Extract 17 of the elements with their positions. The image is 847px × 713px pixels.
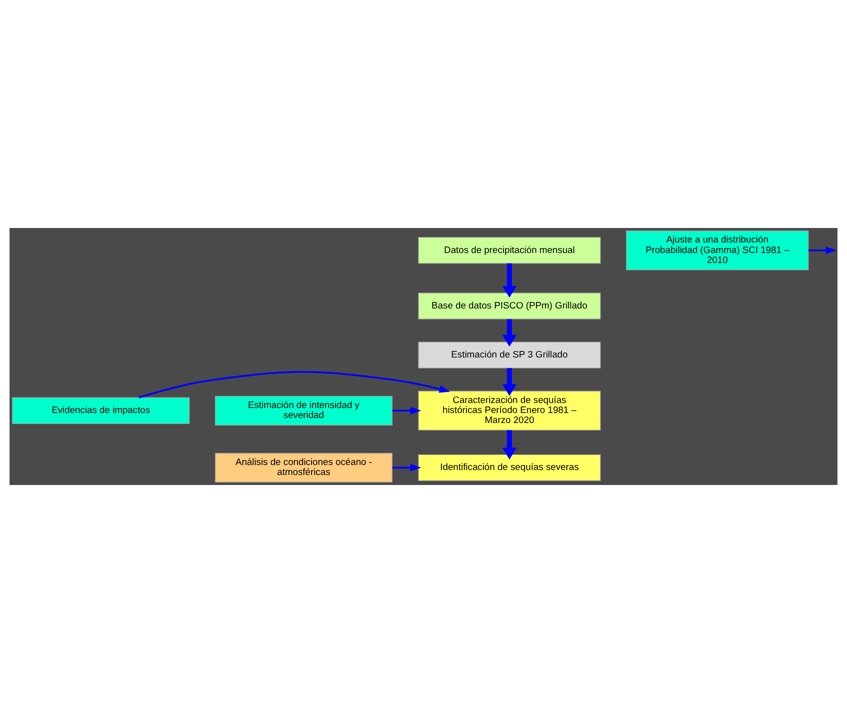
- arrow: [392, 464, 422, 472]
- arrow: [138, 371, 450, 398]
- arrow: [808, 246, 837, 254]
- node-box: Estimación de intensidad y severidad: [214, 396, 392, 426]
- arrow: [502, 368, 517, 396]
- node-box: Identificación de sequías severas: [418, 454, 601, 482]
- node-box: Evidencias de impactos: [12, 397, 190, 424]
- arrow: [502, 319, 517, 347]
- arrow: [502, 263, 517, 298]
- arrow: [502, 430, 517, 460]
- node-box: Ajuste a una distribución Probabilidad (Gamma) SCI 1981 – 2010: [626, 230, 809, 270]
- node-box: Base de datos PISCO (PPm) Grillado: [418, 292, 601, 320]
- node-box: Estimación de SP 3 Grillado: [418, 342, 601, 368]
- arrow: [392, 406, 422, 414]
- node-box: Datos de precipitación mensual: [418, 237, 601, 264]
- node-box: Análisis de condiciones océano - atmosféricas: [214, 452, 392, 482]
- node-box: Caracterización de sequías históricas Período Enero 1981 – Marzo 2020: [418, 390, 601, 430]
